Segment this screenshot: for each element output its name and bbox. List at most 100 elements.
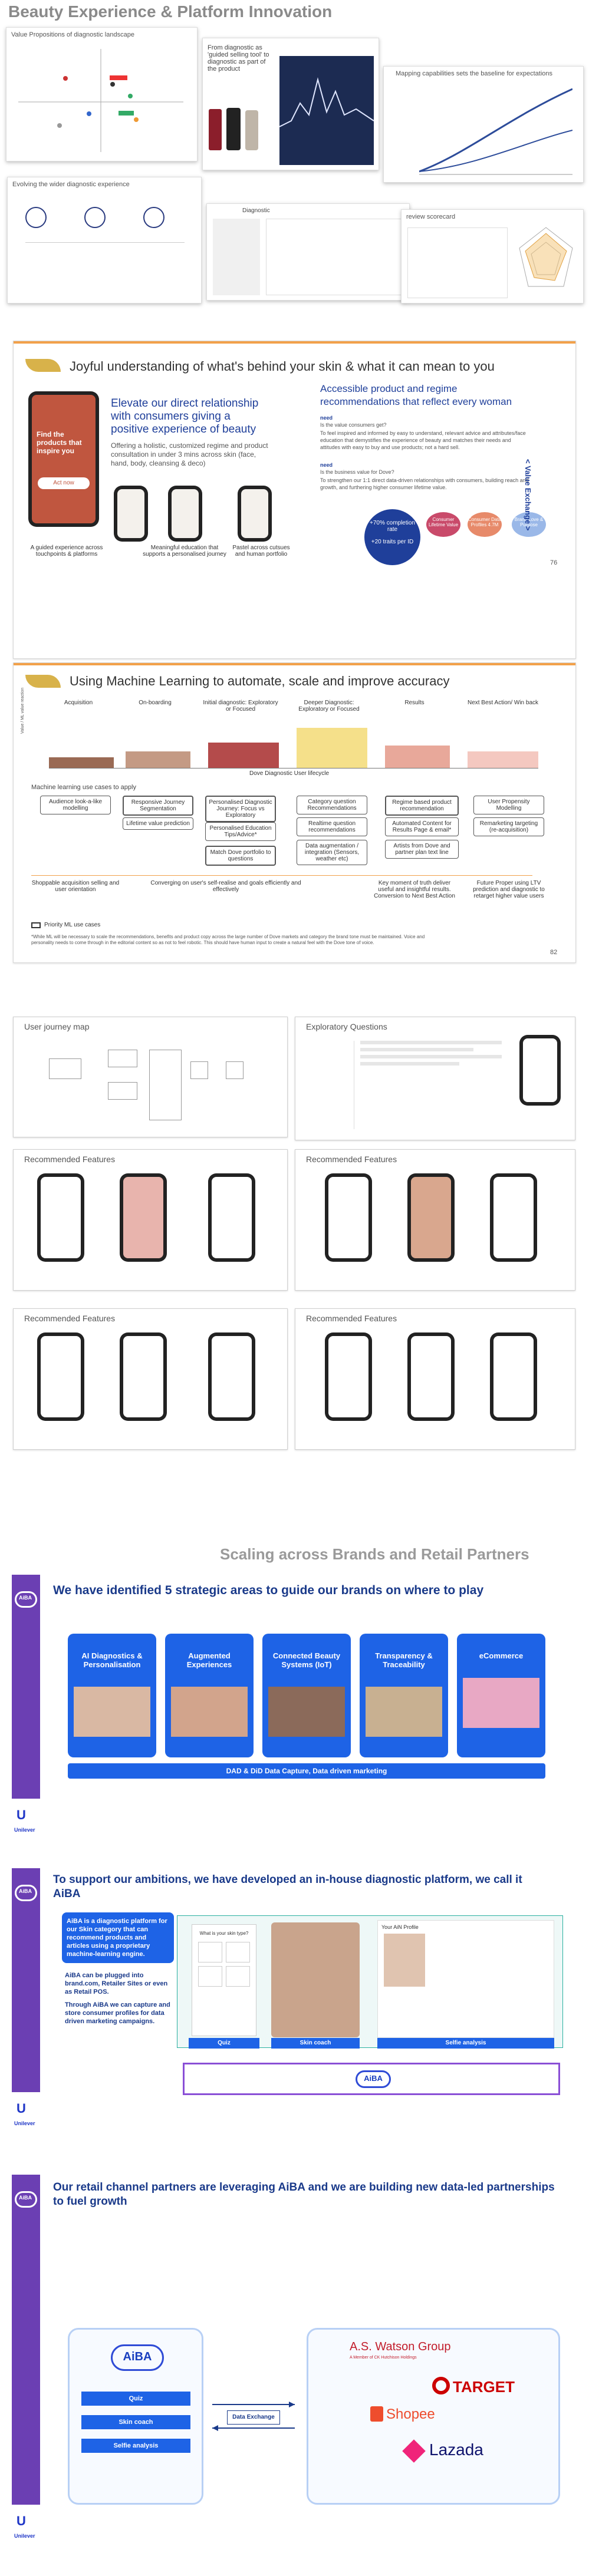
card-scorecard[interactable]: review scorecard xyxy=(401,209,584,304)
data-capture-banner: DAD & DiD Data Capture, Data driven mark… xyxy=(68,1763,545,1779)
aiba-cloud-icon xyxy=(15,2191,37,2208)
ml-usecase: Remarketing targeting (re-acquisition) xyxy=(473,817,544,836)
section-title-scaling: Scaling across Brands and Retail Partner… xyxy=(220,1545,529,1563)
feature-phone xyxy=(208,1173,255,1262)
journey-node xyxy=(226,1061,244,1079)
btn-selfie-analysis[interactable]: Selfie analysis xyxy=(81,2439,190,2453)
quiz-options[interactable] xyxy=(198,1942,250,1987)
target-logo: TARGET xyxy=(453,2378,515,2396)
card-title: review scorecard xyxy=(406,213,456,220)
slide-retail-partners: AiBA Our retail channel partners are lev… xyxy=(12,2175,578,2570)
feature-phone xyxy=(208,1332,255,1421)
aiba-cloud-icon xyxy=(111,2344,164,2371)
lifecycle-label: Dove Diagnostic User lifecycle xyxy=(249,770,330,777)
partners-box: A.S. Watson Group A Member of CK Hutchis… xyxy=(307,2328,560,2505)
watson-logo: A.S. Watson Group xyxy=(350,2340,451,2353)
area-card-ai-diagnostics[interactable]: AI Diagnostics & Personalisation xyxy=(68,1634,156,1757)
aiba-paragraph: Through AiBA we can capture and store co… xyxy=(65,2001,170,2025)
feature-phone xyxy=(37,1173,84,1262)
ml-usecase: Automated Content for Results Page & ema… xyxy=(385,817,459,836)
small-phone xyxy=(114,486,148,542)
card-title: Diagnostic xyxy=(242,207,270,214)
bottom-note: Shoppable acquisition selling and user o… xyxy=(31,880,120,893)
aiba-cloud-icon xyxy=(15,1591,37,1608)
tab-quiz[interactable]: Quiz xyxy=(189,2038,259,2049)
aiba-label: AiBA xyxy=(19,1595,32,1601)
skin-coach-screen xyxy=(271,1922,360,2037)
aiba-label: AiBA xyxy=(19,1888,32,1894)
feature-phone xyxy=(490,1332,537,1421)
stage-bar xyxy=(49,757,114,768)
card-value-propositions[interactable]: Value Propositions of diagnostic landsca… xyxy=(6,27,198,161)
stage-label: Results xyxy=(404,700,425,706)
area-card-connected[interactable]: Connected Beauty Systems (IoT) xyxy=(262,1634,351,1757)
tab-skin-coach[interactable]: Skin coach xyxy=(271,2038,360,2049)
axis-label: Value / ML value reaction xyxy=(21,687,25,734)
slide-machine-learning: Using Machine Learning to automate, scal… xyxy=(13,662,576,963)
unilever-label: Unilever xyxy=(14,2533,35,2539)
aiba-feature-strip: AiBA xyxy=(183,2063,560,2095)
caption-guided: A guided experience across touchpoints &… xyxy=(30,545,103,558)
slide-title: Recommended Features xyxy=(24,1155,116,1164)
slide-joyful-understanding: Joyful understanding of what's behind yo… xyxy=(13,341,576,659)
ml-usecase: Artists from Dove and partner plan text … xyxy=(385,840,459,859)
card-title: Mapping capabilities sets the baseline f… xyxy=(396,70,552,77)
score-table xyxy=(407,227,508,298)
slide-recommended-features-4: Recommended Features xyxy=(295,1308,575,1450)
area-card-label: eCommerce xyxy=(479,1651,524,1660)
slide-strategic-areas: AiBA We have identified 5 strategic area… xyxy=(12,1575,578,1863)
area-card-image xyxy=(366,1687,442,1737)
hero-heading: Elevate our direct relationship with con… xyxy=(111,397,259,436)
area-card-augmented[interactable]: Augmented Experiences xyxy=(165,1634,254,1757)
phone-headline: Find the products that inspire you xyxy=(37,430,82,455)
area-card-label: Connected Beauty Systems (IoT) xyxy=(272,1651,341,1669)
tab-selfie-analysis[interactable]: Selfie analysis xyxy=(377,2038,554,2049)
need-text: To feel inspired and informed by easy to… xyxy=(320,430,526,450)
oval-brand-love: Brand Love & Purpose xyxy=(512,512,546,537)
journey-node xyxy=(190,1061,208,1079)
page-number: 82 xyxy=(550,949,558,956)
sidebar-panel xyxy=(213,219,260,295)
card-mapping-capabilities[interactable]: Mapping capabilities sets the baseline f… xyxy=(383,66,584,183)
side-menu xyxy=(307,1041,354,1129)
card-diagnostic[interactable]: Diagnostic xyxy=(206,203,410,301)
quiz-question: What is your skin type? xyxy=(199,1931,249,1936)
radar-chart xyxy=(519,227,573,287)
capability-curves xyxy=(419,88,572,175)
icon-circle xyxy=(84,207,106,228)
left-purple-band xyxy=(12,1868,40,2092)
bottle-image xyxy=(209,109,222,150)
aiba-label: AiBA xyxy=(19,2195,32,2201)
slide-exploratory-questions: Exploratory Questions xyxy=(295,1017,575,1140)
journey-node xyxy=(108,1050,137,1067)
btn-quiz[interactable]: Quiz xyxy=(81,2392,190,2406)
icon-circle xyxy=(25,207,47,228)
card-guided-selling[interactable]: From diagnostic as 'guided selling tool'… xyxy=(202,38,379,170)
act-now-button[interactable]: Act now xyxy=(38,477,90,489)
area-card-ecommerce[interactable]: eCommerce xyxy=(457,1634,545,1757)
card-wider-experience[interactable]: Evolving the wider diagnostic experience xyxy=(7,177,202,304)
scatter-diagram xyxy=(18,49,183,152)
top-accent-bar xyxy=(14,663,575,665)
footnote: *While ML will be necessary to scale the… xyxy=(31,934,425,945)
area-card-transparency[interactable]: Transparency & Traceability xyxy=(360,1634,448,1757)
slide-title: Exploratory Questions xyxy=(306,1022,387,1031)
icon-circle xyxy=(143,207,164,228)
bottom-note: Future Proper using LTV prediction and d… xyxy=(473,880,545,899)
stat-traits: +20 traits per ID xyxy=(371,539,414,545)
stage-bar xyxy=(297,728,367,768)
ml-usecase: Personalised Education Tips/Advice* xyxy=(205,822,276,841)
small-phone xyxy=(168,486,202,542)
unilever-label: Unilever xyxy=(14,2120,35,2126)
aiba-logo-text: AiBA xyxy=(364,2074,383,2083)
watson-subtitle: A Member of CK Hutchison Holdings xyxy=(350,2356,417,2360)
dove-logo xyxy=(25,675,61,688)
page-number: 76 xyxy=(550,559,558,566)
bottle-image xyxy=(226,108,241,150)
slide-aiba-platform: AiBA To support our ambitions, we have d… xyxy=(12,1868,578,2157)
area-card-label: Transparency & Traceability xyxy=(375,1651,433,1669)
btn-skin-coach[interactable]: Skin coach xyxy=(81,2415,190,2429)
card-title: Evolving the wider diagnostic experience xyxy=(12,181,130,188)
ml-usecase: Match Dove portfolio to questions xyxy=(205,846,276,866)
right-heading: Accessible product and regime recommenda… xyxy=(320,383,512,407)
